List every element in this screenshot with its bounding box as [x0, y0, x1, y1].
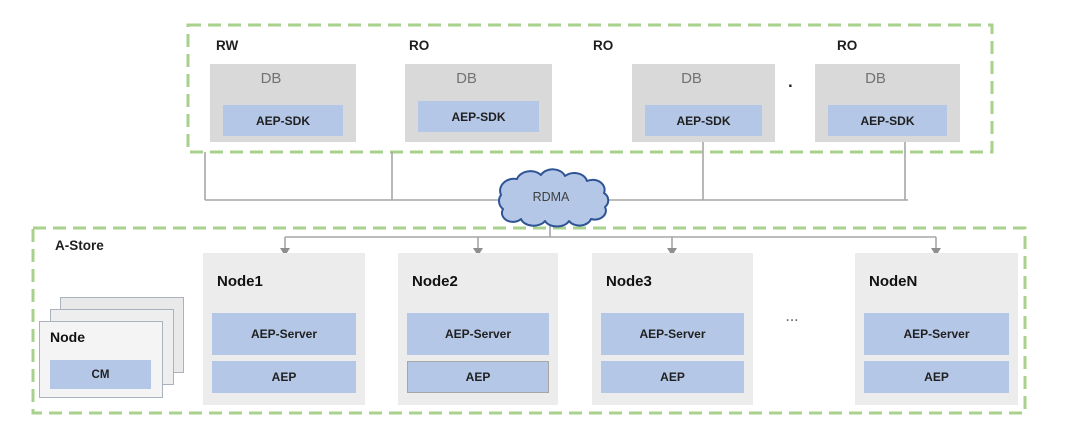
storage-node-n: NodeN AEP-Server AEP [855, 253, 1018, 405]
aep-sdk-chip: AEP-SDK [828, 105, 947, 136]
aep-sdk-chip: AEP-SDK [418, 101, 539, 132]
aep-chip: AEP [407, 361, 549, 393]
aep-server-chip: AEP-Server [407, 313, 549, 355]
client-separator-dot: . [788, 72, 793, 91]
storage-node-3: Node3 AEP-Server AEP [592, 253, 753, 405]
access-mode-label: RO [409, 38, 430, 53]
db-client-2: RO DB AEP-SDK [405, 38, 552, 142]
db-label: DB [260, 70, 282, 87]
node-card-title: Node [50, 329, 85, 345]
cm-chip: CM [50, 360, 151, 389]
node-title: Node2 [412, 273, 458, 290]
node-title: Node1 [217, 273, 263, 290]
aep-server-chip: AEP-Server [864, 313, 1009, 355]
db-label: DB [865, 70, 886, 87]
aep-server-chip: AEP-Server [212, 313, 356, 355]
aep-chip: AEP [212, 361, 356, 393]
astore-title: A-Store [55, 238, 104, 253]
db-label: DB [681, 70, 702, 87]
storage-node-2: Node2 AEP-Server AEP [398, 253, 558, 405]
rdma-label: RDMA [533, 190, 570, 204]
astore-dashed-border [31, 226, 1027, 415]
db-label: DB [456, 70, 477, 87]
aep-sdk-chip: AEP-SDK [223, 105, 343, 136]
aep-chip: AEP [601, 361, 744, 393]
access-mode-label: RO [837, 38, 858, 53]
node-title: Node3 [606, 273, 652, 290]
aep-server-chip: AEP-Server [601, 313, 744, 355]
db-client-1: RW DB AEP-SDK [210, 38, 356, 142]
access-mode-label: RO [593, 38, 614, 53]
aep-chip: AEP [864, 361, 1009, 393]
db-client-4: RO DB AEP-SDK [815, 38, 960, 142]
rdma-cloud-icon [498, 168, 610, 228]
nodes-ellipsis: ... [786, 310, 800, 324]
node-card-front: Node CM [39, 321, 163, 398]
aep-sdk-chip: AEP-SDK [645, 105, 762, 136]
storage-node-1: Node1 AEP-Server AEP [203, 253, 365, 405]
node-title: NodeN [869, 273, 918, 290]
arrowheads [280, 248, 941, 256]
access-mode-label: RW [216, 38, 239, 53]
db-client-3: RO DB AEP-SDK [593, 38, 775, 142]
db-cluster-dashed-border [186, 23, 994, 154]
